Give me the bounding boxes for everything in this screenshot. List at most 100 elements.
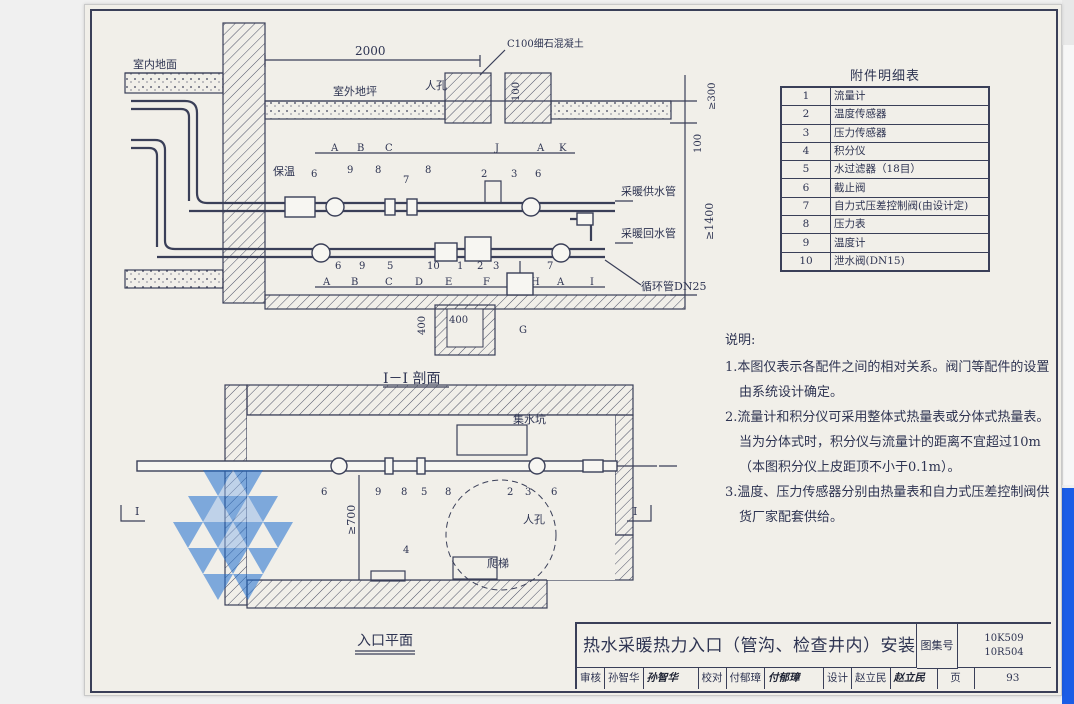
section-mark-left: I xyxy=(135,505,139,518)
top-callouts: 6 9 8 7 8 2 3 6 xyxy=(311,165,541,186)
reviewer-signature: 孙智华 xyxy=(644,668,699,689)
part-number: 6 xyxy=(780,178,831,198)
entry-drawing: 2000 C100细石混凝土 人孔 室外地坪 室内地面 100 ≥300 100… xyxy=(120,22,718,655)
svg-text:J: J xyxy=(494,143,499,154)
dim-300: ≥300 xyxy=(707,83,718,110)
return-pipe xyxy=(131,138,605,251)
checker-signature: 付郁璋 xyxy=(765,668,824,689)
supply-pipe-label: 采暖供水管 xyxy=(621,184,676,198)
atlas-label: 图集号 xyxy=(917,624,958,669)
part-number: 1 xyxy=(780,86,831,107)
manhole-collar-left xyxy=(444,72,492,124)
viewer-sidebar-panel xyxy=(1062,45,1074,485)
drawing-page: 2000 C100细石混凝土 人孔 室外地坪 室内地面 100 ≥300 100… xyxy=(84,4,1062,696)
integrator-box xyxy=(370,570,406,582)
svg-text:4: 4 xyxy=(403,545,409,556)
dim-400-horizontal: 400 xyxy=(449,315,468,326)
check-label: 校对 xyxy=(699,668,727,689)
reviewer-name: 孙智华 xyxy=(605,668,644,689)
part-number: 7 xyxy=(780,196,831,217)
manhole-label: 人孔 xyxy=(523,513,545,526)
ladder xyxy=(452,556,498,580)
svg-text:7: 7 xyxy=(547,261,553,272)
svg-text:5: 5 xyxy=(387,261,393,272)
title-block: 热水采暖热力入口（管沟、检查井内）安装 图集号 10K509 10R504 审核… xyxy=(575,622,1051,689)
svg-text:2: 2 xyxy=(481,169,487,180)
atlas-codes: 10K509 10R504 xyxy=(957,624,1051,668)
part-name: 温度计 xyxy=(830,233,990,253)
sump-label: 集水坑 xyxy=(513,412,546,426)
part-name: 压力表 xyxy=(830,215,990,235)
svg-text:A: A xyxy=(330,143,339,154)
part-number: 2 xyxy=(780,105,831,125)
svg-text:A: A xyxy=(536,143,545,154)
section-mark-right: I xyxy=(633,505,637,518)
plan-title: 入口平面 xyxy=(357,633,413,649)
part-number: 5 xyxy=(780,160,831,180)
svg-text:E: E xyxy=(445,277,452,288)
svg-text:1: 1 xyxy=(457,261,463,272)
notes: 说明: 1.本图仅表示各配件之间的相对关系。阀门等配件的设置由系统设计确定。 2… xyxy=(725,328,1055,530)
insulation-segment xyxy=(284,196,316,218)
checker-name: 付郁璋 xyxy=(727,668,765,689)
atlas-code-1: 10K509 xyxy=(984,633,1024,644)
svg-text:B: B xyxy=(357,143,364,154)
design-label: 设计 xyxy=(824,668,852,689)
bottom-letter-dims: A B C D E F H A I xyxy=(322,277,594,288)
svg-text:10: 10 xyxy=(427,261,440,272)
dim-400-vertical: 400 xyxy=(417,316,428,335)
outdoor-ground-label: 室外地坪 xyxy=(333,84,377,98)
svg-text:6: 6 xyxy=(551,487,557,498)
designer-name: 赵立民 xyxy=(852,668,891,689)
part-name: 积分仪 xyxy=(830,141,990,162)
signature-row: 审核 孙智华 孙智华 校对 付郁璋 付郁璋 设计 赵立民 赵立民 页 93 xyxy=(577,668,1051,689)
trench-cover-left xyxy=(264,100,446,120)
plan-wall-right xyxy=(614,414,634,536)
part-number: 9 xyxy=(780,233,831,253)
svg-text:6: 6 xyxy=(311,169,317,180)
part-name: 温度传感器 xyxy=(830,105,990,125)
part-name: 流量计 xyxy=(830,86,990,107)
concrete-note: C100细石混凝土 xyxy=(507,37,584,50)
svg-text:5: 5 xyxy=(421,487,427,498)
page-number: 93 xyxy=(1006,672,1020,684)
viewer-scrollbar[interactable] xyxy=(1062,488,1074,704)
note-2: 2.流量计和积分仪可采用整体式热量表或分体式热量表。当为分体式时，积分仪与流量计… xyxy=(725,410,1050,475)
svg-text:9: 9 xyxy=(347,165,353,176)
note-1: 1.本图仅表示各配件之间的相对关系。阀门等配件的设置由系统设计确定。 xyxy=(725,360,1050,400)
plan-manhole xyxy=(445,479,557,591)
trench-cover-right xyxy=(550,100,672,120)
svg-text:6: 6 xyxy=(535,169,541,180)
svg-text:3: 3 xyxy=(511,169,517,180)
ladder-label: 爬梯 xyxy=(487,557,509,570)
watermark-logo xyxy=(173,470,293,600)
svg-text:7: 7 xyxy=(403,175,409,186)
insulation-label: 保温 xyxy=(273,164,295,178)
svg-text:9: 9 xyxy=(359,261,365,272)
svg-text:9: 9 xyxy=(375,487,381,498)
dim-1400: ≥1400 xyxy=(703,203,716,240)
plan-wall-bottom xyxy=(246,579,548,609)
svg-text:I: I xyxy=(590,277,594,288)
page-label: 页 xyxy=(938,668,975,689)
section-title: I－I 剖面 xyxy=(383,371,441,387)
part-name: 泄水阀(DN15) xyxy=(830,251,990,272)
bottom-callouts: 6 9 5 10 1 2 3 7 xyxy=(335,261,553,272)
manhole-top-label: 人孔 xyxy=(425,79,447,92)
svg-text:A: A xyxy=(322,277,331,288)
drawing-title: 热水采暖热力入口（管沟、检查井内）安装 xyxy=(577,624,917,668)
plan-wall-top xyxy=(246,384,634,416)
atlas-code-2: 10R504 xyxy=(984,647,1024,658)
drawing-sheet-border xyxy=(90,9,1058,693)
svg-text:8: 8 xyxy=(445,487,451,498)
part-name: 截止阀 xyxy=(830,178,990,198)
diff-pressure-valve xyxy=(506,272,534,296)
indoor-floor-label: 室内地面 xyxy=(133,57,177,71)
